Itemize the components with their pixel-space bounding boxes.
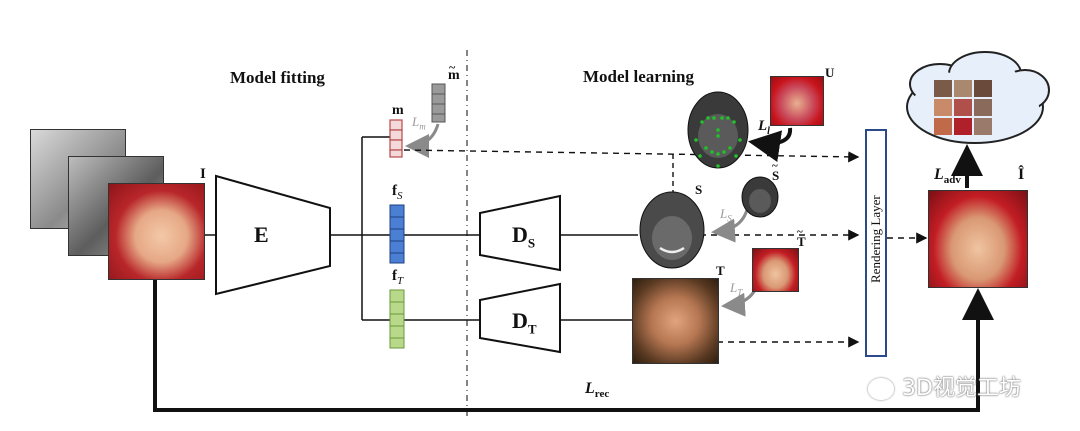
adv-loss-label: Ladv — [934, 166, 961, 187]
watermark: 3D视觉工坊 — [868, 370, 1021, 402]
lm-loss-arrow — [405, 123, 440, 158]
encoder-block — [215, 174, 331, 296]
rec-loss-label: Lrec — [585, 380, 610, 401]
input-image-symbol: I — [200, 166, 206, 182]
lt-loss-label: LT — [730, 280, 743, 298]
mesh-landmark-head — [687, 91, 749, 169]
rendering-layer-box — [865, 129, 887, 357]
fs-label: fS — [392, 183, 403, 202]
shape-tilde-head — [741, 176, 779, 218]
output-photo-face — [928, 190, 1028, 288]
m-label: m — [392, 103, 404, 118]
ft-vector — [389, 289, 405, 349]
reconstruction-loop — [153, 278, 994, 412]
ll-loss-arrow — [748, 127, 793, 162]
fs-vector — [389, 204, 405, 264]
m-to-render-dashed — [403, 149, 860, 163]
input-photo-face — [108, 183, 205, 280]
uv-symbol: U — [825, 65, 835, 80]
texture-symbol: T — [716, 263, 725, 278]
encoder-label: E — [254, 222, 269, 247]
texture-decoder-label: DT — [512, 308, 537, 337]
texture-tilde-photo — [752, 248, 799, 292]
section-title-model-learning: Model learning — [583, 67, 694, 86]
wechat-icon — [868, 378, 894, 400]
shape-head — [639, 191, 705, 269]
m-tilde-label: ~m — [448, 60, 460, 83]
texture-map — [632, 278, 719, 364]
lm-loss-label: Lm — [412, 114, 426, 132]
texture-tilde-symbol: ~T — [797, 226, 806, 249]
shape-symbol: S — [695, 182, 703, 197]
shape-tilde-symbol: ~S — [772, 160, 780, 183]
ls-loss-label: LS — [720, 206, 732, 224]
ft-label: fT — [392, 268, 404, 287]
rendering-layer-label: Rendering Layer — [868, 195, 883, 283]
ll-loss-label: Ll — [758, 118, 770, 137]
cloud-face-grid — [934, 80, 992, 135]
output-image-symbol: Î — [1018, 166, 1025, 183]
shape-decoder-label: DS — [512, 222, 536, 251]
uv-landmark-photo — [770, 76, 824, 126]
m-tilde-vector — [431, 83, 446, 123]
m-vector — [389, 119, 403, 158]
section-title-model-fitting: Model fitting — [230, 68, 325, 87]
shape-decoder-block — [479, 194, 561, 272]
texture-decoder-block — [479, 282, 561, 354]
